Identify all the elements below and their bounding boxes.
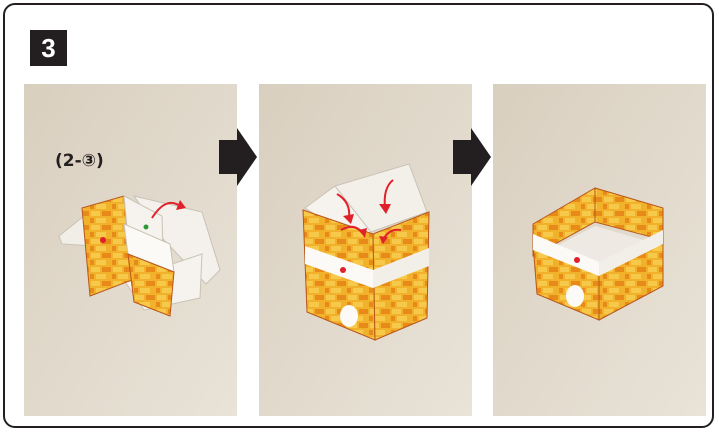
reference-callout: (2-③) — [55, 151, 104, 171]
step-number-badge: 3 — [30, 30, 67, 66]
next-step-arrow-2 — [453, 128, 491, 191]
right-arrow-icon — [219, 128, 257, 186]
photo-step-3 — [493, 84, 706, 416]
photo-step-1 — [24, 84, 237, 416]
next-step-arrow-1 — [219, 128, 257, 191]
right-arrow-icon — [453, 128, 491, 186]
step-number: 3 — [41, 33, 55, 64]
instruction-panel: 3 — [3, 3, 714, 428]
photo-step-2 — [259, 84, 472, 416]
